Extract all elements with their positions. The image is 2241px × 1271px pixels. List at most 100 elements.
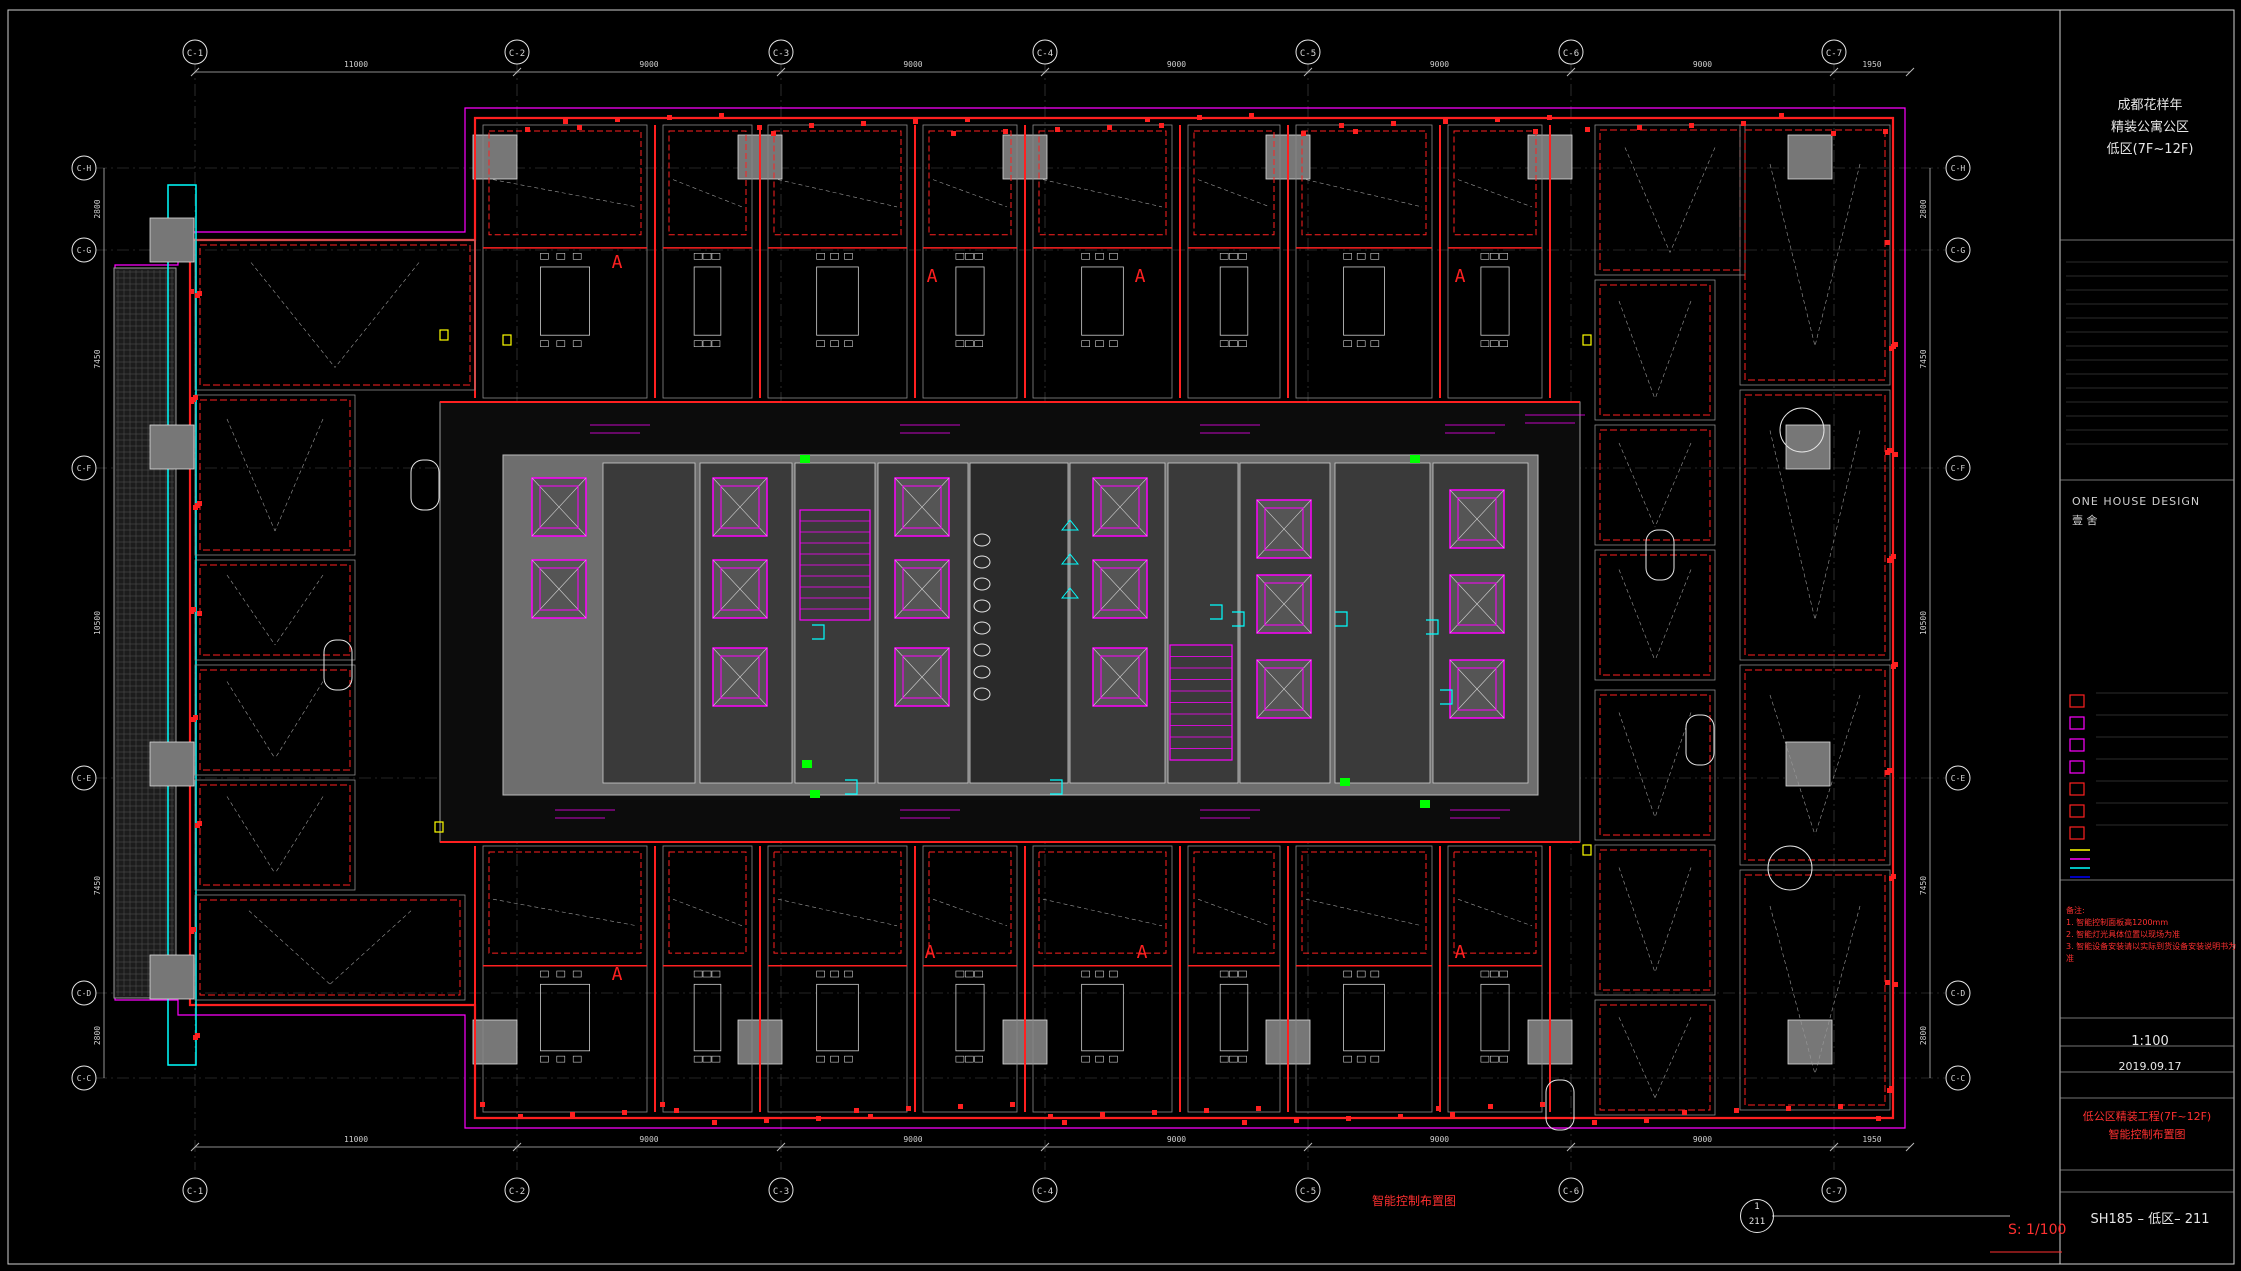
chair <box>1229 970 1238 978</box>
sheet-title: 低公区精装工程(7F~12F) 智能控制布置图 <box>2062 1108 2232 1144</box>
dim-label-right: 10500 <box>1919 611 1928 635</box>
dim-tick <box>1303 1142 1313 1152</box>
control-wire <box>329 910 412 985</box>
chair <box>702 253 712 260</box>
grid-bubble-top <box>504 39 530 65</box>
elevator-x <box>1092 477 1148 537</box>
smart-device <box>1450 1112 1455 1117</box>
smart-device <box>197 611 202 616</box>
control-panel <box>434 821 444 833</box>
chair <box>693 253 703 260</box>
smart-device <box>1831 131 1836 136</box>
toilet-fixture <box>973 599 991 613</box>
grid-label-right: C-F <box>1951 464 1966 473</box>
control-wire <box>1769 430 1816 620</box>
table <box>955 266 985 336</box>
elevator-x <box>531 477 587 537</box>
chair <box>1370 1055 1380 1063</box>
apartment-unit <box>482 124 648 399</box>
lighting-zone <box>928 851 1012 954</box>
wing-lighting-zone <box>1744 669 1886 861</box>
door-marker <box>1440 689 1453 705</box>
smart-device <box>861 121 866 126</box>
control-wire <box>1305 898 1423 927</box>
chair <box>974 253 984 260</box>
door-marker <box>1232 611 1245 627</box>
smart-device <box>1159 123 1164 128</box>
chair <box>1343 340 1352 347</box>
grid-bubble-left <box>71 237 97 263</box>
smart-device <box>1885 980 1890 985</box>
control-wire <box>1654 1017 1692 1098</box>
chair <box>955 970 965 978</box>
wing-lighting-zone <box>1744 394 1886 656</box>
door-marker <box>812 624 825 640</box>
elevator-x <box>712 647 768 707</box>
wing-room <box>194 394 356 556</box>
chair <box>974 1055 984 1063</box>
chair <box>693 970 703 978</box>
wing-lighting-zone <box>199 244 471 386</box>
apartment-unit <box>1187 124 1281 399</box>
door-marker <box>1426 619 1439 635</box>
unit-tag: A <box>612 964 623 985</box>
view-bubble-bottom: 211 <box>1748 1217 1766 1227</box>
dim-tick <box>1566 67 1576 77</box>
toilet-fixture <box>973 533 991 547</box>
structural-column <box>149 954 195 1000</box>
apartment-unit <box>767 845 908 1113</box>
smart-device <box>1346 1116 1351 1121</box>
elevator-x <box>531 559 587 619</box>
control-wire <box>1618 300 1656 400</box>
chair <box>1238 253 1247 260</box>
smart-device <box>1152 1110 1157 1115</box>
chair <box>572 340 582 347</box>
smart-device <box>1637 125 1642 130</box>
dim-tick <box>776 1142 786 1152</box>
chair <box>1343 1055 1352 1063</box>
wing-lighting-zone <box>199 784 351 886</box>
chair <box>1229 253 1238 260</box>
elevator-cab <box>720 567 760 611</box>
smart-device <box>1256 1106 1261 1111</box>
dim-label-bottom: 9000 <box>1693 1135 1712 1144</box>
lighting-zone <box>1193 851 1275 954</box>
control-wire <box>1624 147 1671 253</box>
dim-tick <box>1829 1142 1839 1152</box>
wing-room <box>1594 549 1716 681</box>
control-wire <box>1305 179 1423 208</box>
wing-lighting-zone <box>1744 874 1886 1106</box>
elevator-x <box>894 477 950 537</box>
wing-room <box>1594 279 1716 421</box>
chair <box>702 340 712 347</box>
chair <box>1095 340 1104 347</box>
bathtub <box>410 459 440 511</box>
smart-device <box>1436 1106 1441 1111</box>
structural-column <box>472 1019 518 1065</box>
chair <box>1370 340 1380 347</box>
elevator-cab <box>720 485 760 529</box>
dim-label-top: 11000 <box>344 60 368 69</box>
grid-label-bottom: C-5 <box>1300 1187 1316 1197</box>
structural-column <box>1785 424 1831 470</box>
smart-device <box>667 115 672 120</box>
control-wire <box>1654 300 1692 400</box>
grid-label-bottom: C-2 <box>509 1187 525 1197</box>
grid-label-right: C-H <box>1951 164 1966 173</box>
elevator-x <box>1449 489 1505 549</box>
wing-room <box>1739 664 1891 866</box>
control-wire <box>1654 442 1692 528</box>
smart-device <box>719 113 724 118</box>
dim-label-top: 9000 <box>903 60 922 69</box>
project-area: 精装公寓公区 <box>2110 120 2189 135</box>
elevator-x <box>1256 659 1312 719</box>
smart-device <box>1339 123 1344 128</box>
chair <box>830 253 839 260</box>
chair <box>1219 970 1229 978</box>
elevator-cab <box>1100 655 1140 699</box>
dim-label-right: 7450 <box>1919 876 1928 895</box>
chair <box>556 970 566 978</box>
table <box>1480 266 1510 336</box>
control-wire <box>1618 867 1656 973</box>
wing-room <box>1739 869 1891 1111</box>
